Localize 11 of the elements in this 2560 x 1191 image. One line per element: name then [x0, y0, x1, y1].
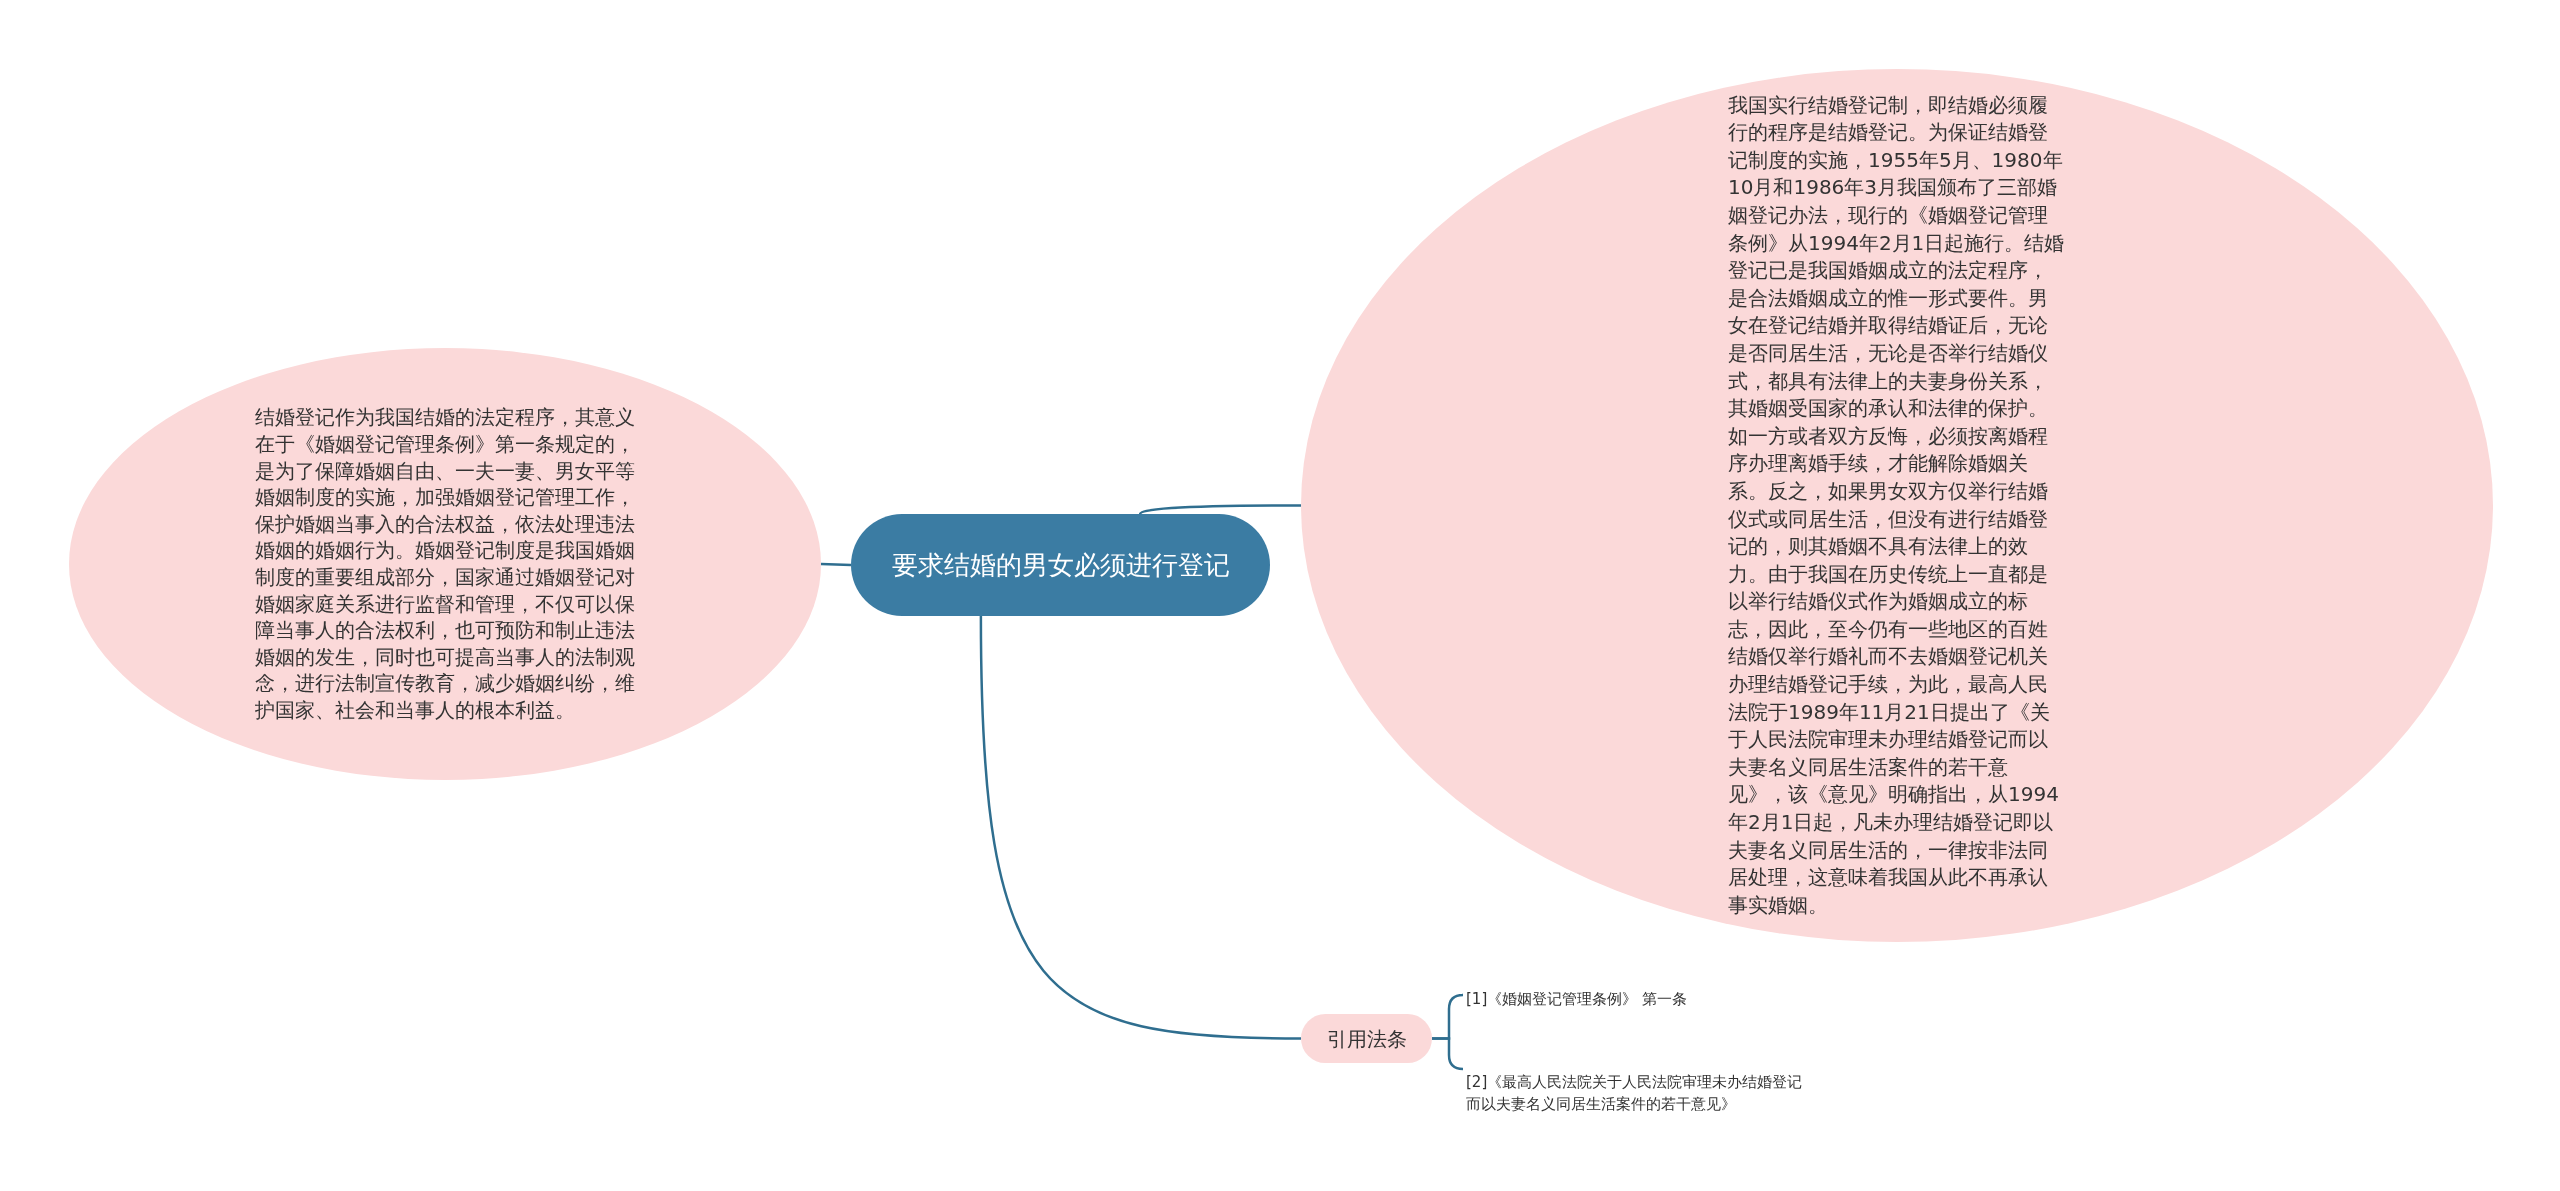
connector-line — [1432, 1037, 1465, 1071]
subtopic-pill — [1301, 1014, 1432, 1063]
connector-line — [820, 562, 852, 567]
connector-line — [979, 616, 1302, 1040]
reference-text: [1]《婚姻登记管理条例》 第一条 — [1466, 989, 1688, 1010]
topic-text: 要求结婚的男女必须进行登记 — [890, 549, 1231, 582]
connector-line — [1139, 504, 1301, 515]
paragraph-text: 结婚登记作为我国结婚的法定程序，其意义在于《婚姻登记管理条例》第一条规定的，是为了保障婚姻自由、一夫一妻、男女平等婚姻制度的实施，加强婚姻登记管理工作，保护婚姻当事入的合法权益，依法处理违法婚姻的婚姻行为。婚姻登记制度是我国婚姻制度的重要组成部分，国家通过婚姻登记对婚姻家庭关系进行监督和管理，不仅可以保障当事人的合法权利，也可预防和制止违法婚姻的发生，同时也可提高当事人的法制观念，进行法制宣传教育，减少婚姻纠纷，维护国家、社会和当事人的根本利益。 — [255, 404, 635, 724]
reference-text: [2]《最高人民法院关于人民法院审理未办结婚登记而以夫妻名义同居生活案件的若干意见》 — [1466, 1072, 1804, 1115]
paragraph-text: 我国实行结婚登记制，即结婚必须履行的程序是结婚登记。为保证结婚登记制度的实施，1955年5月、1980年10月和1986年3月我国颁布了三部婚姻登记办法，现行的《婚姻登记管理条例》从1994年2月1日起施行。结婚登记已是我国婚姻成立的法定程序，是合法婚姻成立的惟一形式要件。男女在登记结婚并取得结婚证后，无论是否同居生活，无论是否举行结婚仪式，都具有法律上的夫妻身份关系，其婚姻受国家的承认和法律的保护。如一方或者双方反悔，必须按离婚程序办理离婚手续，才能解除婚姻关系。反之，如果男女双方仅举行结婚仪式或同居生活，但没有进行结婚登记的，则其婚姻不具有法律上的效力。由于我国在历史传统上一直都是以举行结婚仪式作为婚姻成立的标志，因此，至今仍有一些地区的百姓结婚仅举行婚礼而不去婚姻登记机关办理结婚登记手续，为此，最高人民法院于1989年11月21日提出了《关于人民法院审理未办理结婚登记而以夫妻名义同居生活案件的若干意见》，该《意见》明确指出，从1994年2月1日起，凡未办理结婚登记即以夫妻名义同居生活的，一律按非法同居处理，这意味着我国从此不再承认事实婚姻。 — [1728, 91, 2066, 919]
subtopic-text: 引用法条 — [1325, 1025, 1408, 1052]
